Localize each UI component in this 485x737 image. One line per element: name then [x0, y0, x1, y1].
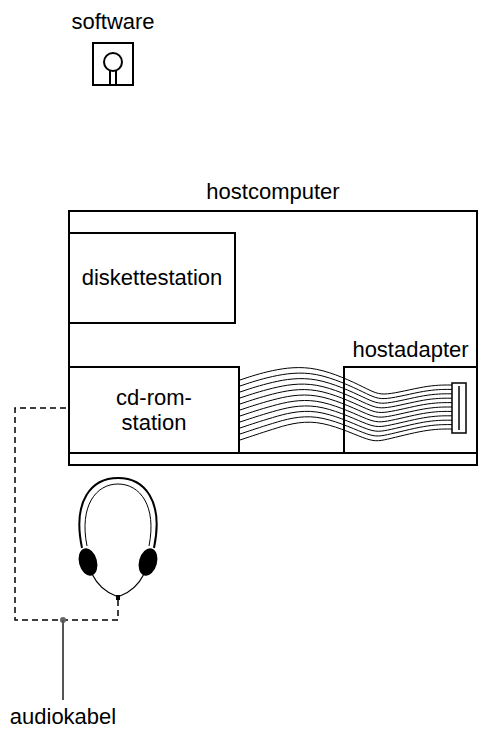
leader-line	[62, 620, 64, 700]
ribbon-strand	[240, 384, 452, 408]
ribbon-cable	[240, 368, 452, 441]
floppy-disk-box: software	[92, 42, 134, 86]
floppy-disk-symbol	[104, 53, 122, 84]
drive-box: diskettestation	[68, 232, 236, 324]
ribbon-strand	[240, 422, 452, 441]
adapter-box: hostadapter	[343, 366, 478, 454]
ribbon-strand	[240, 390, 452, 413]
cable-label: audiokabel	[10, 704, 116, 730]
node-label: diskettestation	[82, 265, 223, 290]
ribbon-connector	[452, 383, 466, 433]
node-label: cd-rom- station	[104, 385, 204, 436]
headphones-symbol	[77, 478, 159, 600]
audio-cable	[15, 408, 118, 620]
node-heading: software	[71, 9, 154, 34]
node-heading: hostcomputer	[206, 179, 339, 204]
ribbon-strand	[240, 368, 452, 394]
node-heading: hostadapter	[352, 337, 468, 362]
ribbon-strand	[240, 411, 452, 431]
host-computer-box: hostcomputerdiskettestationcd-rom- stati…	[68, 210, 478, 466]
ribbon-strand	[240, 417, 452, 436]
drive-box: cd-rom- station	[68, 366, 240, 454]
